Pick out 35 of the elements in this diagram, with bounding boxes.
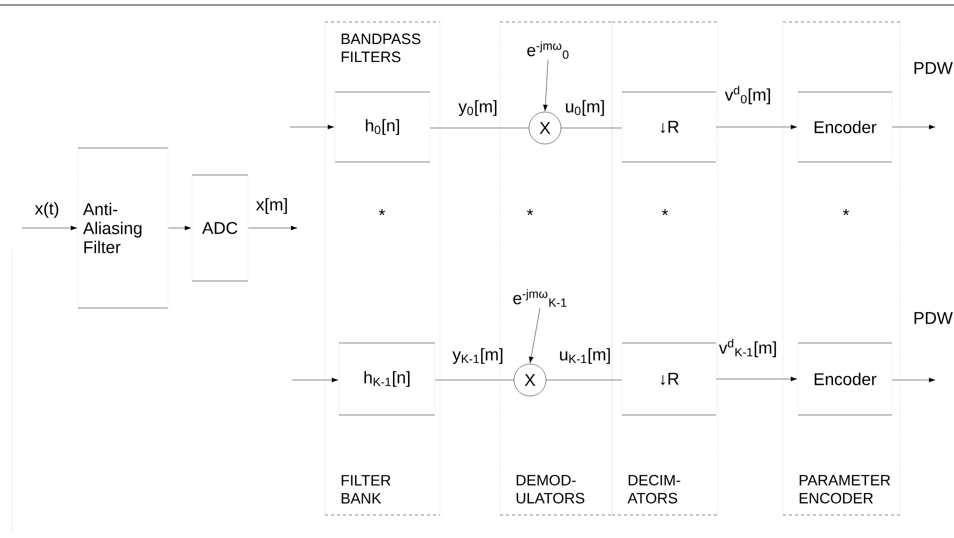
- process-box: Encoder: [798, 342, 892, 416]
- arrow: [292, 378, 338, 382]
- process-box: h$_{K-1}$[n]: [338, 342, 436, 416]
- arrow: [22, 226, 78, 230]
- process-box: ADC: [192, 174, 248, 282]
- edge-label: PDW: [914, 312, 953, 324]
- edge-label: u$_{0}$[m]: [566, 100, 604, 116]
- edge-label: PDW: [914, 62, 953, 74]
- ellipsis-mark: *: [378, 209, 386, 216]
- carrier-label: e$^{-jmω}$K-1: [513, 289, 566, 307]
- edge-label: x[m]: [256, 198, 287, 214]
- edge-label: v$^{d}$$_{K-1}$[m]: [718, 338, 776, 358]
- process-box: Anti- Aliasing Filter: [78, 148, 168, 308]
- arrow: [892, 124, 936, 130]
- arrow: [892, 378, 936, 382]
- process-box: ↓R: [622, 92, 716, 162]
- edge-label: u$_{K-1}$[m]: [560, 348, 610, 364]
- edge-label: v$^{d}$$_{0}$[m]: [724, 86, 770, 104]
- arrow: [543, 60, 548, 112]
- ellipsis-mark: *: [842, 209, 850, 216]
- ellipsis-mark: *: [662, 209, 668, 216]
- process-box: h$_{0}$[n]: [334, 92, 430, 162]
- edge-label: x(t): [34, 202, 58, 218]
- arrow: [716, 124, 798, 130]
- ellipsis-mark: *: [526, 209, 534, 216]
- edge-label: y$_{K-1}$[m]: [452, 348, 502, 364]
- process-box: Encoder: [798, 92, 892, 162]
- arrow: [716, 376, 798, 382]
- edge-label: y$_{0}$[m]: [458, 100, 496, 116]
- arrow: [168, 226, 192, 230]
- carrier-label: e$^{-jmω}$0: [527, 41, 568, 59]
- arrow: [528, 308, 540, 364]
- process-box: ↓R: [622, 342, 716, 416]
- arrow: [290, 124, 334, 130]
- arrow: [248, 226, 298, 230]
